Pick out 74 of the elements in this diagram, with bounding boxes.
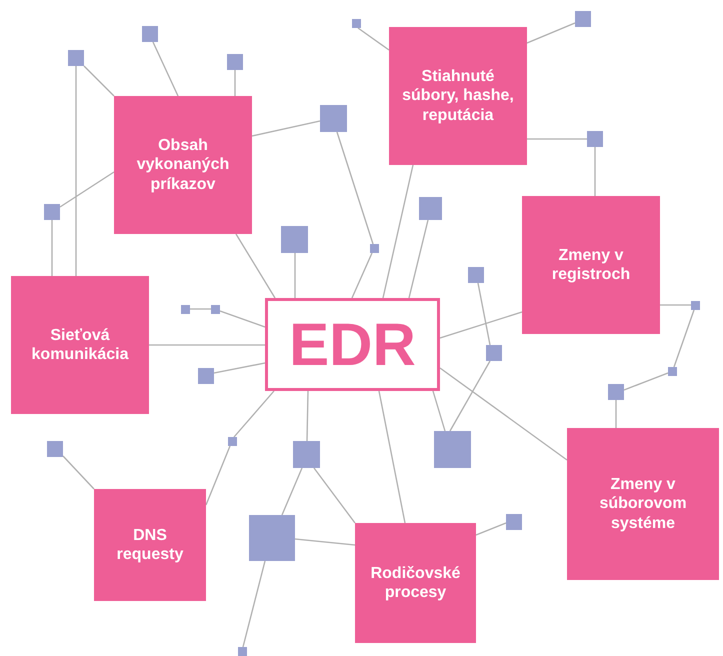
topic-box: Obsah vykonaných príkazov [114,96,252,234]
square-marker [370,244,379,253]
connector-line [527,138,587,140]
square-marker [211,305,220,314]
connector-line [152,42,179,96]
square-marker [238,647,247,656]
square-marker [68,50,84,66]
square-marker [47,441,63,457]
connector-line [477,282,491,346]
connector-line [242,560,266,648]
connector-line [205,446,231,506]
connector-line [306,390,309,442]
connector-line [615,400,617,428]
connector-line [660,304,691,306]
connector-line [358,27,390,51]
square-marker [352,19,361,28]
topic-box: Rodičovské procesy [355,523,476,643]
connector-line [440,367,568,461]
square-marker [587,131,603,147]
square-marker [506,514,522,530]
connector-line [149,344,265,346]
square-marker [468,267,484,283]
square-marker [227,54,243,70]
connector-line [624,372,668,391]
square-marker [320,105,347,132]
square-marker [44,204,60,220]
square-marker [691,301,700,310]
connector-line [234,390,274,438]
connector-line [294,538,356,546]
connector-line [526,22,576,44]
connector-line [673,310,695,368]
square-marker [249,515,295,561]
square-marker [181,305,190,314]
central-box: EDR [265,298,440,391]
connector-line [449,360,491,432]
connector-line [313,468,356,524]
connector-line [432,390,446,432]
square-marker [293,441,320,468]
connector-line [281,468,303,516]
square-marker [142,26,158,42]
square-marker [434,431,471,468]
connector-line [60,171,114,208]
topic-box: Zmeny v registroch [522,196,660,334]
connector-line [408,220,429,298]
connector-line [378,390,406,524]
connector-line [84,66,114,96]
connector-line [336,132,374,244]
square-marker [198,368,214,384]
connector-line [220,310,266,328]
square-marker [419,197,442,220]
connector-line [476,522,506,536]
square-marker [668,367,677,376]
topic-box: DNS requesty [94,489,206,601]
connector-line [252,120,320,137]
topic-box: Zmeny v súborovom systéme [567,428,719,580]
topic-box: Sieťová komunikácia [11,276,149,414]
connector-line [594,147,596,196]
square-marker [608,384,624,400]
square-marker [486,345,502,361]
connector-line [235,234,276,298]
topic-box: Stiahnuté súbory, hashe, reputácia [389,27,527,165]
connector-line [190,308,211,310]
square-marker [575,11,591,27]
connector-line [214,362,266,374]
connector-line [51,220,53,276]
connector-line [234,70,236,96]
connector-line [62,456,94,490]
connector-line [440,311,522,339]
connector-line [75,66,77,276]
connector-line [382,164,414,298]
connector-line [294,253,296,298]
square-marker [228,437,237,446]
connector-line [351,252,373,298]
square-marker [281,226,308,253]
